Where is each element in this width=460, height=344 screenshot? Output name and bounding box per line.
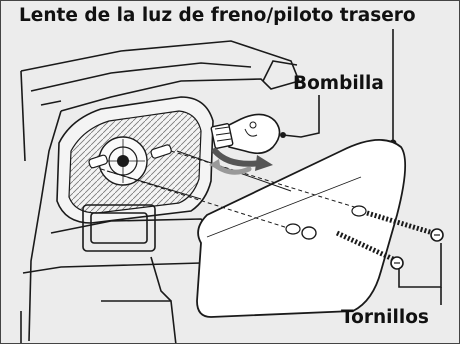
lens-peg xyxy=(301,226,317,240)
lamp-housing xyxy=(56,96,214,224)
body-panel xyxy=(20,40,301,343)
bulb-leader-dot xyxy=(280,132,286,138)
bulb-leader-line xyxy=(282,95,320,138)
screws-label: Tornillos xyxy=(341,307,429,328)
mount-hole-upper xyxy=(351,205,367,217)
screws-leader-line xyxy=(398,243,442,288)
screw-icon xyxy=(335,230,404,270)
bulb-label: Bombilla xyxy=(293,73,384,94)
mount-hole-lower xyxy=(285,223,301,235)
screw-icon xyxy=(366,210,444,242)
lens-shape xyxy=(196,138,407,318)
rotation-arrow-icon xyxy=(209,148,273,175)
lens-label: Lente de la luz de freno/piloto trasero xyxy=(19,5,416,26)
bulb-icon xyxy=(210,113,281,155)
